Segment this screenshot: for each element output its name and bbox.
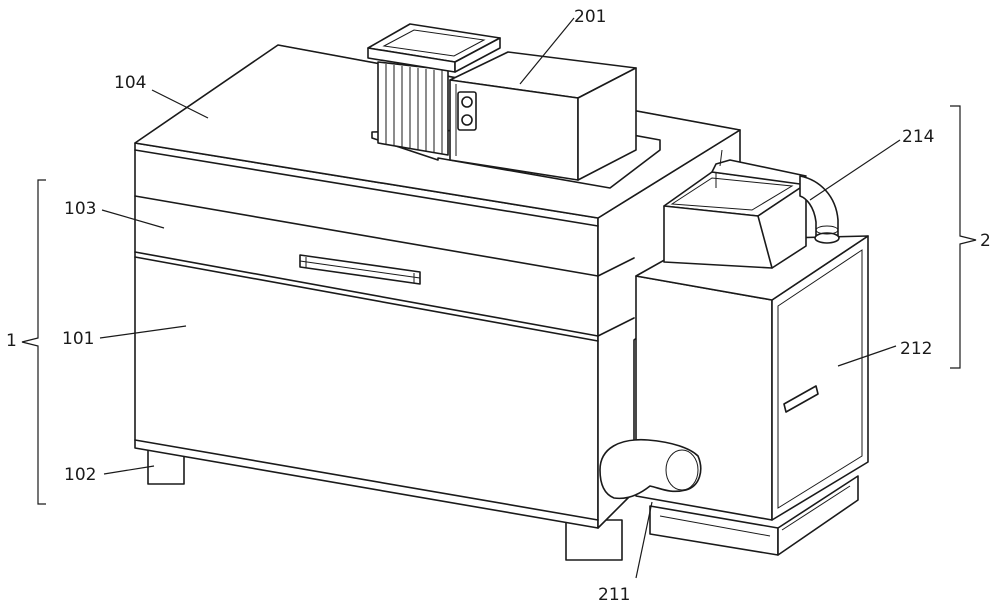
label-102: 102 bbox=[64, 465, 96, 485]
control-knob-top bbox=[462, 97, 472, 107]
label-211: 211 bbox=[598, 585, 630, 605]
control-knob-bottom bbox=[462, 115, 472, 125]
bracket-1 bbox=[22, 180, 46, 504]
label-212: 212 bbox=[900, 339, 932, 359]
label-201: 201 bbox=[574, 7, 606, 27]
label-101: 101 bbox=[62, 329, 94, 349]
label-2: 2 bbox=[980, 231, 991, 251]
heat-sink bbox=[378, 62, 448, 155]
label-104: 104 bbox=[114, 73, 146, 93]
bracket-2 bbox=[950, 106, 976, 368]
label-214: 214 bbox=[902, 127, 934, 147]
label-103: 103 bbox=[64, 199, 96, 219]
label-1: 1 bbox=[6, 331, 17, 351]
